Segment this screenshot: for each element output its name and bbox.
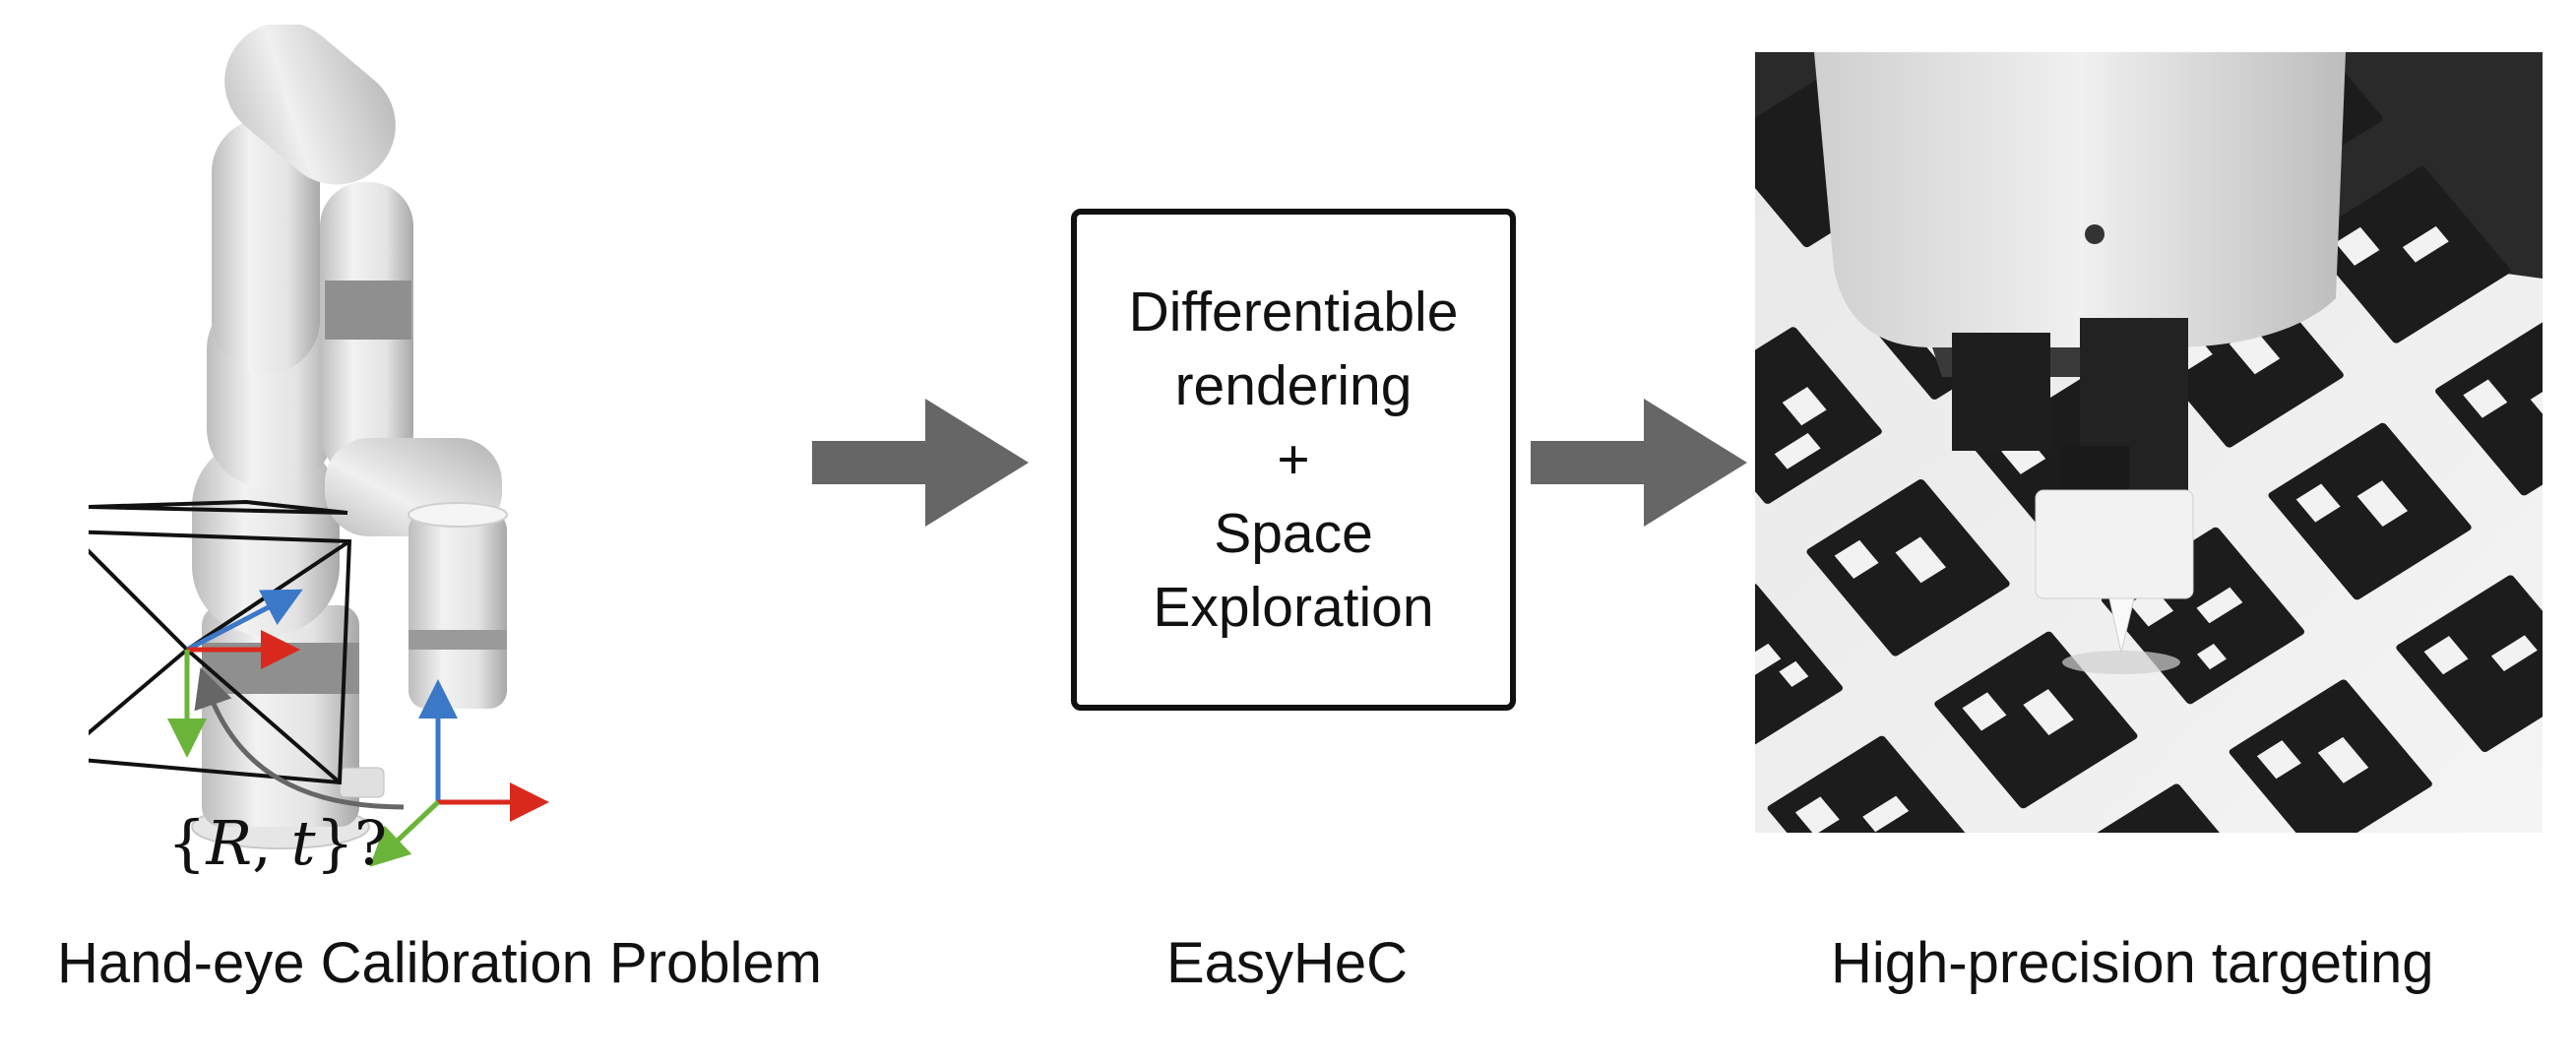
close-brace: } (315, 807, 354, 879)
camera-axes (167, 589, 303, 758)
transform-label: {R, t}? (167, 807, 387, 879)
right-arrow-icon (1531, 399, 1747, 527)
gripper-icon (1814, 52, 2346, 674)
question-mark: ? (353, 807, 388, 879)
method-line-1: Differentiable (1128, 280, 1459, 344)
right-arrow-icon (812, 399, 1029, 527)
translation-symbol: t (290, 807, 316, 879)
robot-arm-illustration (89, 25, 549, 867)
caption-targeting: High-precision targeting (1831, 931, 2434, 995)
method-box: Differentiable rendering + Space Explora… (1071, 209, 1516, 711)
method-line-3: Space (1214, 501, 1373, 565)
open-brace: { (167, 807, 207, 879)
caption-hand-eye: Hand-eye Calibration Problem (57, 931, 822, 995)
method-line-4: Exploration (1153, 575, 1434, 639)
method-line-plus: + (1277, 427, 1310, 491)
caption-easyhec: EasyHeC (1166, 931, 1408, 995)
robot-arm-icon (191, 25, 508, 849)
method-line-2: rendering (1174, 353, 1413, 417)
targeting-photo (1755, 52, 2543, 833)
rotation-symbol: R (206, 807, 253, 879)
base-axes (369, 679, 549, 867)
transform-curve (194, 667, 405, 810)
comma: , (252, 807, 272, 879)
